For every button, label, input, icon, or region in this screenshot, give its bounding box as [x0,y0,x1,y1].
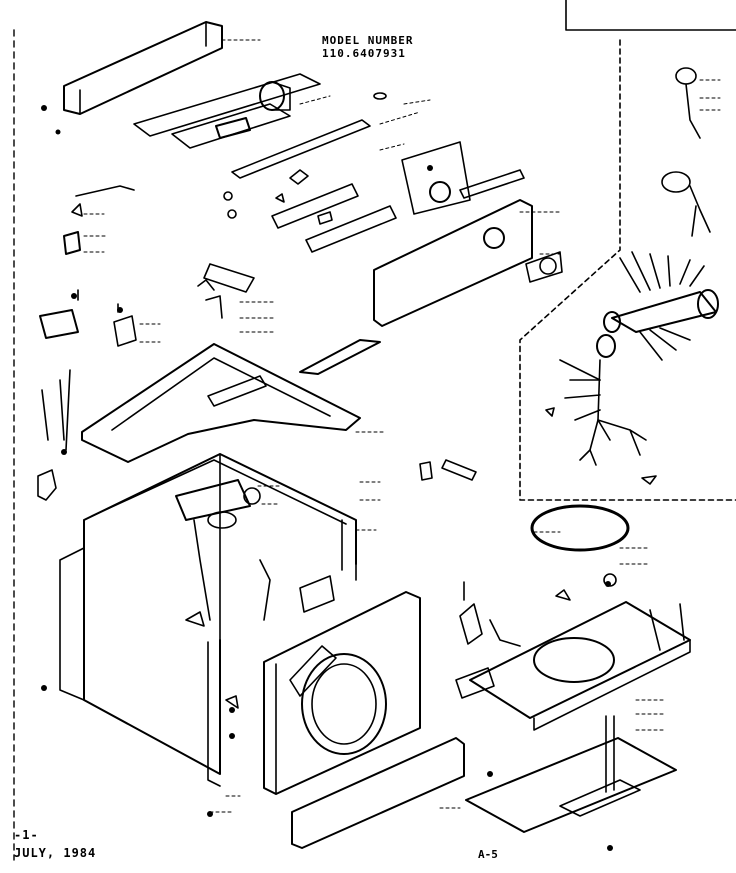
page-number: -1- [14,828,39,842]
latch-and-small-parts [419,459,521,699]
model-number-header: MODEL NUMBER 110.6407931 [322,34,413,60]
cabinet [59,453,357,787]
callout-leaders [83,79,721,813]
page-footer: -1- JULY, 1984 [14,826,96,862]
model-number-label: MODEL NUMBER [322,34,414,47]
base-assembly [465,504,691,833]
model-number-value: 110.6407931 [322,47,406,60]
page-border [13,0,736,861]
wiring-harness-inset [519,39,736,501]
left-small-parts [37,185,255,501]
top-console-assembly [63,21,563,327]
front-panel-with-door [263,591,465,849]
fasteners [41,105,613,851]
revision-date: JULY, 1984 [14,846,97,860]
sheet-id: A-5 [478,848,498,861]
top-frame [81,339,381,463]
